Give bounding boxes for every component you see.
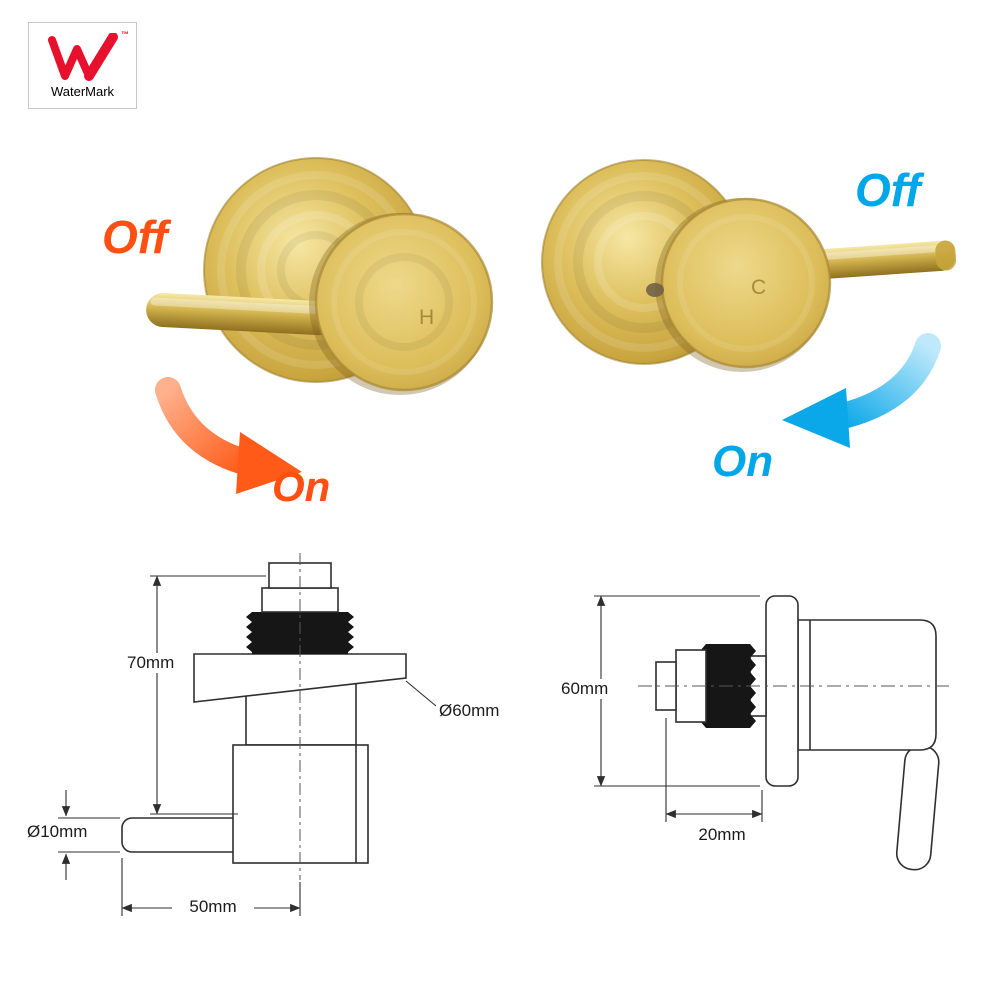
- cold-engraving-c: C: [751, 276, 767, 299]
- profile-valve-body: [797, 619, 937, 751]
- hot-engraving-h: H: [419, 306, 435, 329]
- hot-off-label: Off: [102, 211, 168, 263]
- dim-label-flange-diameter-60mm: Ø60mm: [436, 701, 503, 721]
- dim-label-handle-diameter-10mm: Ø10mm: [24, 822, 91, 842]
- cold-face-edge: [660, 197, 832, 369]
- hot-tap-photo: [146, 157, 494, 395]
- cold-handle-face: [662, 199, 830, 367]
- cold-on-label: On: [712, 437, 774, 486]
- cold-face-ring: [677, 214, 815, 352]
- hot-lever-rod: [146, 292, 336, 336]
- dim-20mm-lines: [665, 718, 763, 822]
- cold-lever-rod: [809, 240, 957, 279]
- watermark-brand-text: WaterMark: [50, 83, 115, 99]
- hot-face-ring: [331, 229, 477, 375]
- cold-off-label: Off: [855, 164, 921, 216]
- profile-handle-lever: [895, 745, 940, 871]
- dim-label-length-50mm: 50mm: [172, 897, 254, 917]
- watermark-certification-logo: ™ WaterMark: [28, 22, 137, 109]
- profile-view-drawing: [594, 595, 952, 871]
- handle-lever-outline: [121, 817, 247, 853]
- hot-on-label: On: [272, 463, 331, 510]
- dim-60dia-leader: [405, 680, 437, 707]
- hot-face-ring: [355, 253, 453, 351]
- dim-label-height-70mm: 70mm: [124, 653, 178, 673]
- hot-face-edge: [314, 212, 494, 392]
- dim-10dia-lines: [58, 790, 120, 880]
- watermark-w-tick-icon: [47, 32, 118, 81]
- dim-70mm-lines: [150, 575, 266, 815]
- dim-label-depth-20mm: 20mm: [676, 825, 768, 845]
- hot-arrowhead-icon: [236, 432, 302, 494]
- hot-rotate-arrow: [155, 377, 302, 494]
- trademark-symbol: ™: [121, 30, 129, 39]
- hot-handle-face: [316, 214, 492, 390]
- profile-flange: [765, 595, 799, 787]
- temperature-indicator-dot: [646, 283, 664, 297]
- cold-rotate-arrow: [782, 333, 941, 448]
- dim-label-height-60mm: 60mm: [558, 679, 612, 699]
- cold-arrowhead-icon: [782, 388, 850, 448]
- cold-tap-photo: [541, 159, 957, 372]
- side-view-drawing: [58, 553, 437, 916]
